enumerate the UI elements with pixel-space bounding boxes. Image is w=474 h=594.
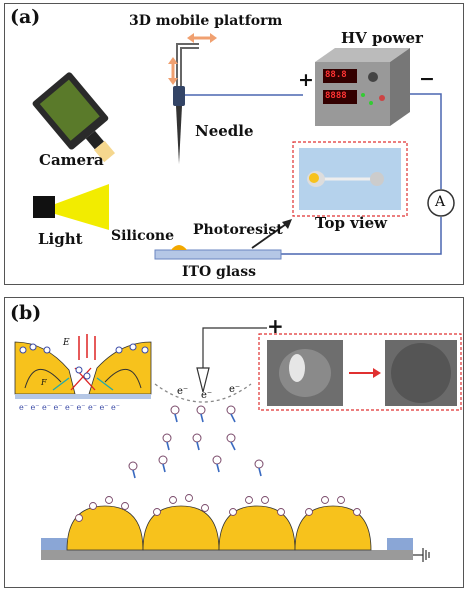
ion-stream: [128, 405, 264, 479]
droplet-array: [66, 505, 372, 551]
top-view-label: Top view: [315, 214, 388, 232]
camera-icon: [32, 72, 116, 163]
panel-b-label: (b): [10, 302, 42, 324]
panel-a-diagram: [32, 33, 455, 260]
platform-label: 3D mobile platform: [129, 13, 283, 29]
mobile-platform-arm: [168, 33, 217, 96]
transition-inset: [258, 333, 462, 411]
needle-electrode: [154, 327, 267, 403]
field-inset: e⁻ e⁻ e⁻ e⁻ e⁻ e⁻ e⁻ e⁻ e⁻: [9, 334, 157, 416]
force-label: F: [41, 378, 47, 387]
ammeter-label: A: [435, 194, 446, 210]
electrode-plus-label: +: [267, 314, 284, 338]
electron-label-1: e⁻: [177, 386, 189, 397]
panel-a-label: (a): [10, 6, 41, 28]
silicone-droplet: [171, 245, 187, 250]
top-view-frame: [292, 141, 408, 217]
surface-ions: [75, 494, 361, 522]
hv-power-supply: [315, 48, 410, 126]
electron-label-2: e⁻: [201, 390, 213, 401]
panel-a: (a): [4, 3, 464, 285]
photoresist-label: Photoresist: [193, 222, 283, 238]
wire-ground: [281, 217, 442, 255]
positive-terminal-label: +: [298, 69, 314, 91]
wire-negative: [410, 93, 442, 189]
light-label: Light: [38, 230, 83, 248]
ito-glass: [154, 249, 282, 260]
ammeter-icon: [427, 189, 455, 217]
light-icon: [33, 184, 109, 230]
field-label: E: [63, 338, 70, 348]
top-view-arrow: [251, 221, 290, 249]
display-top: 88.8: [325, 70, 347, 80]
needle-label: Needle: [195, 122, 254, 140]
camera-label: Camera: [39, 151, 104, 169]
substrate: [41, 538, 430, 562]
panel-b: (b) e⁻ e⁻ e⁻ e⁻ e⁻ e⁻ e⁻ e: [4, 297, 464, 588]
negative-terminal-label: −: [419, 68, 435, 90]
hv-power-label: HV power: [341, 29, 423, 47]
needle-icon: [173, 86, 185, 164]
electron-label-3: e⁻: [229, 384, 241, 395]
display-bottom: 8888: [325, 91, 347, 101]
ito-glass-label: ITO glass: [182, 264, 256, 280]
svg-text:e⁻ e⁻ e⁻ e⁻ e⁻ e⁻ e⁻ e⁻: e⁻ e⁻ e⁻ e⁻ e⁻ e⁻ e⁻ e⁻ e⁻: [19, 403, 120, 412]
panel-b-diagram: e⁻ e⁻ e⁻ e⁻ e⁻ e⁻ e⁻ e⁻ e⁻: [9, 327, 462, 562]
silicone-label: Silicone: [111, 228, 175, 244]
